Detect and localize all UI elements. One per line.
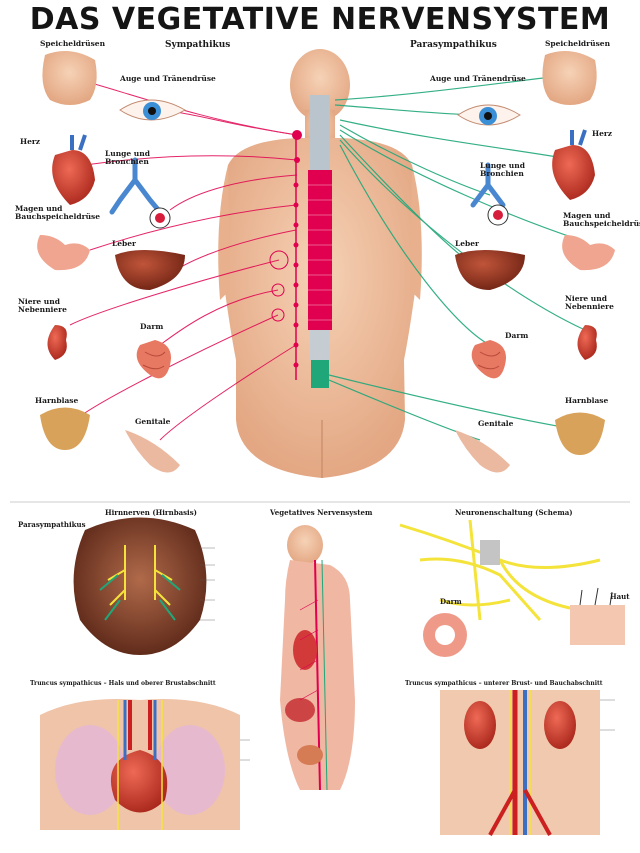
- bladder-icon: [40, 407, 90, 450]
- face-icon: [42, 51, 97, 105]
- label-auge-right: Auge und Tränendrüse: [430, 74, 526, 83]
- label-auge-left: Auge und Tränendrüse: [120, 74, 216, 83]
- sacral-cord: [311, 360, 329, 388]
- label-genitale-right: Genitale: [478, 419, 514, 428]
- parasympathetic-header: Parasympathikus: [410, 40, 497, 50]
- genital-icon: [125, 430, 180, 473]
- schema-panel-title: Neuronenschaltung (Schema): [455, 508, 573, 517]
- label-speicheldruesen-right: Speicheldrüsen: [545, 39, 611, 48]
- thorax-panel-title: Truncus sympathicus – Hals und oberer Br…: [30, 680, 216, 687]
- thorax-figure: [40, 699, 240, 830]
- kidney-icon: [47, 325, 67, 360]
- heart-icon: [52, 134, 95, 205]
- label-niere-left: Niere und Nebenniere: [18, 297, 67, 314]
- skin-section-icon: [570, 587, 625, 645]
- eye-icon: [119, 99, 187, 121]
- label-lunge-right: Lunge und Bronchien: [480, 161, 525, 178]
- genital-icon-right: [455, 430, 510, 473]
- neuron-schema: [399, 519, 601, 621]
- face-icon-right: [542, 51, 597, 105]
- darm-section-label: Darm: [440, 597, 462, 606]
- bladder-icon-right: [555, 412, 605, 455]
- cervical-cord: [310, 95, 330, 170]
- lumbar-cord: [310, 330, 330, 360]
- label-genitale-left: Genitale: [135, 417, 171, 426]
- eye-icon-right: [457, 104, 521, 126]
- stomach-icon: [37, 235, 90, 271]
- body-panel-title: Vegetatives Nervensystem: [270, 508, 373, 517]
- sympathetic-header: Sympathikus: [165, 40, 231, 50]
- label-leber-left: Leber: [112, 239, 137, 248]
- liver-icon-right: [455, 250, 525, 290]
- label-herz-right: Herz: [592, 129, 613, 138]
- label-speicheldruesen-left: Speicheldrüsen: [40, 39, 106, 48]
- label-magen-right: Magen und Bauchspeicheldrüse: [563, 211, 640, 228]
- label-darm-left: Darm: [140, 322, 164, 331]
- label-leber-right: Leber: [455, 239, 480, 248]
- thoracic-cord: [308, 170, 332, 330]
- abdomen-panel-title: Truncus sympathicus – unterer Brust- und…: [405, 680, 603, 687]
- label-darm-right: Darm: [505, 331, 529, 340]
- brain-panel-side-label: Parasympathikus: [18, 520, 86, 529]
- kidney-icon-right: [577, 325, 597, 360]
- label-harnblase-left: Harnblase: [35, 396, 79, 405]
- label-lunge-left: Lunge und Bronchien: [105, 149, 150, 166]
- label-herz-left: Herz: [20, 137, 41, 146]
- brain-icon: [73, 517, 207, 655]
- heart-icon-right: [552, 129, 595, 200]
- intestine-icon-right: [471, 340, 506, 379]
- poster-title: DAS VEGETATIVE NERVENSYSTEM: [29, 2, 611, 37]
- side-body-figure: [280, 525, 355, 791]
- label-harnblase-right: Harnblase: [565, 396, 609, 405]
- label-niere-right: Niere und Nebenniere: [565, 294, 614, 311]
- intestine-icon: [136, 340, 171, 379]
- abdomen-figure: [440, 690, 600, 836]
- stomach-icon-right: [562, 235, 615, 271]
- intestine-section-icon: [423, 613, 467, 657]
- haut-section-label: Haut: [610, 592, 630, 601]
- lung-icon: [109, 157, 171, 229]
- brain-panel-title: Hirnnerven (Hirnbasis): [105, 508, 197, 517]
- liver-icon: [115, 250, 185, 290]
- label-magen-left: Magen und Bauchspeicheldrüse: [15, 204, 101, 221]
- lung-icon-right: [470, 162, 509, 226]
